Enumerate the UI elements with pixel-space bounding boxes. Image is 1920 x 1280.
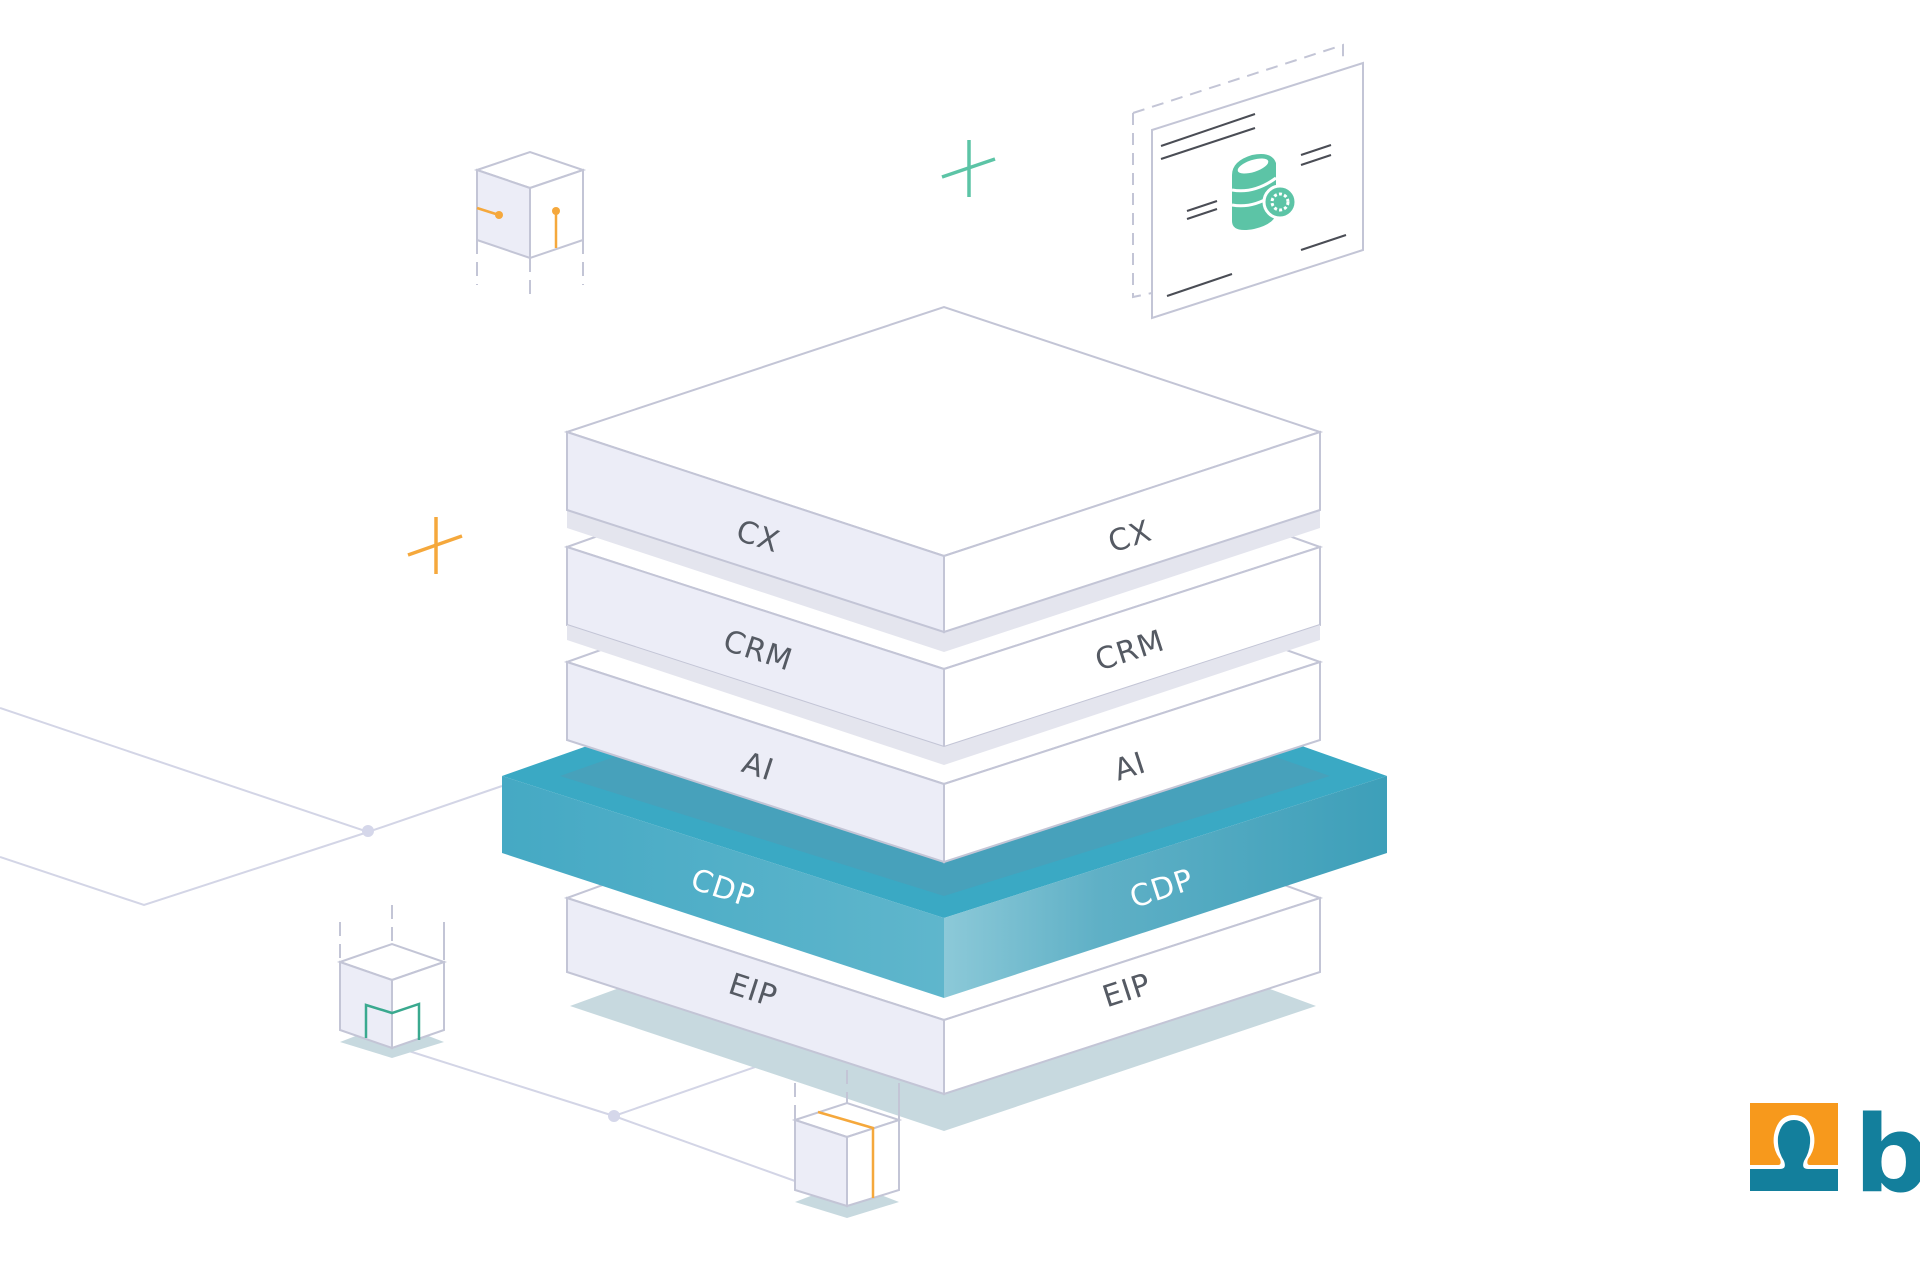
- connector-node-bottom: [608, 1110, 620, 1122]
- cube-icon-top: [473, 150, 587, 295]
- cube-icon-bottom: [791, 1070, 903, 1218]
- cube-icon-bottom-left: [336, 905, 448, 1058]
- connector-line-bottom-left: [392, 1045, 796, 1182]
- connector-line-left-lower: [0, 831, 369, 907]
- brand-logo: b: [1750, 1103, 1920, 1198]
- connector-line-left-upper: [0, 707, 503, 834]
- connector-node-left: [362, 825, 374, 837]
- brand-logo-mark: [1750, 1103, 1838, 1191]
- layer-cx: CX CX: [563, 305, 1324, 652]
- plus-icon-orange: [407, 517, 463, 574]
- database-gear-icon: [1231, 154, 1298, 230]
- plus-icon-teal: [941, 140, 996, 197]
- document-panel: [1132, 43, 1364, 320]
- brand-logo-letter: b: [1854, 1103, 1920, 1198]
